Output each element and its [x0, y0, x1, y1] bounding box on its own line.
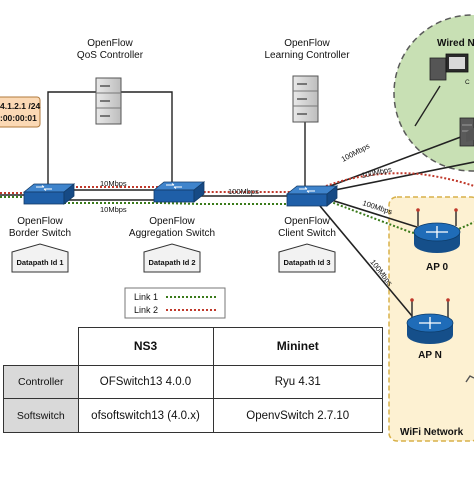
wired-endpoint-a — [466, 128, 474, 142]
table-corner-cell — [3, 327, 79, 366]
host-mac-address: :00:00:01 — [0, 113, 37, 123]
speed-label-border-agg-top: 10Mbps — [100, 179, 127, 188]
learning-controller-title: OpenFlow — [284, 38, 330, 49]
wired-network-label: Wired N — [437, 38, 474, 49]
qos-controller-subtitle: QoS Controller — [77, 50, 144, 61]
desktop-computer-icon[interactable] — [429, 53, 469, 81]
datapath-tag-1: Datapath Id 1 — [11, 243, 69, 273]
datapath-tag-2: Datapath Id 2 — [143, 243, 201, 273]
legend-link2-label: Link 2 — [134, 305, 158, 315]
comparison-table: NS3 Mininet Controller OFSwitch13 4.0.0 … — [3, 327, 383, 433]
speed-label-client-wired-2: 100Mbps — [361, 165, 393, 180]
legend-link1-label: Link 1 — [134, 292, 158, 302]
wifi-network-label: WiFi Network — [400, 427, 464, 438]
table-header-mininet: Mininet — [212, 327, 383, 366]
table-row: Softswitch ofsoftswitch13 (4.0.x) OpenvS… — [3, 398, 383, 433]
table-header-ns3: NS3 — [77, 327, 214, 366]
ap0-label: AP 0 — [426, 262, 448, 273]
client-switch-subtitle: Client Switch — [278, 228, 336, 239]
physical-links — [0, 131, 474, 317]
host-address-box: 4.1.2.1 /24 :00:00:01 — [0, 96, 41, 128]
table-header-row: NS3 Mininet — [3, 327, 383, 366]
legend: Link 1 Link 2 — [124, 287, 226, 319]
table-row-label-controller: Controller — [3, 364, 79, 400]
table-row: Controller OFSwitch13 4.0.0 Ryu 4.31 — [3, 364, 383, 400]
datapath-label-3: Datapath Id 3 — [283, 258, 330, 267]
controller-links — [47, 91, 306, 190]
speed-label-client-wired-1: 100Mbps — [340, 141, 372, 164]
border-switch-subtitle: Border Switch — [9, 228, 71, 239]
apn-access-point-icon[interactable] — [406, 298, 454, 344]
table-cell-ns3-controller: OFSwitch13 4.0.0 — [77, 364, 214, 400]
table-cell-mininet-softswitch: OpenvSwitch 2.7.10 — [212, 398, 383, 433]
learning-controller-subtitle: Learning Controller — [264, 50, 350, 61]
speed-label-border-agg-bottom: 10Mbps — [100, 205, 127, 214]
datapath-label-1: Datapath Id 1 — [16, 258, 63, 267]
datapath-tag-3: Datapath Id 3 — [278, 243, 336, 273]
host-ip-address: 4.1.2.1 /24 — [0, 101, 40, 111]
wireless-device-icon[interactable] — [465, 375, 474, 383]
ap0-access-point-icon[interactable] — [413, 208, 461, 253]
aggregation-switch-icon[interactable] — [152, 181, 206, 203]
client-switch-title: OpenFlow — [284, 216, 330, 227]
client-switch-icon[interactable] — [285, 185, 339, 207]
table-cell-mininet-controller: Ryu 4.31 — [212, 364, 383, 400]
border-switch-icon[interactable] — [22, 183, 76, 205]
aggregation-switch-title: OpenFlow — [149, 216, 195, 227]
border-switch-title: OpenFlow — [17, 216, 63, 227]
speed-label-agg-client: 100Mbps — [228, 187, 259, 196]
learning-controller-server-icon[interactable] — [292, 75, 319, 123]
table-cell-ns3-softswitch: ofsoftswitch13 (4.0.x) — [77, 398, 214, 433]
apn-label: AP N — [418, 350, 442, 361]
datapath-label-2: Datapath Id 2 — [148, 258, 195, 267]
wired-cable-1 — [414, 85, 441, 127]
table-row-label-softswitch: Softswitch — [3, 398, 79, 433]
qos-controller-title: OpenFlow — [87, 38, 133, 49]
aggregation-switch-subtitle: Aggregation Switch — [129, 228, 215, 239]
wired-host-label: C — [465, 79, 470, 86]
qos-controller-server-icon[interactable] — [95, 77, 122, 125]
